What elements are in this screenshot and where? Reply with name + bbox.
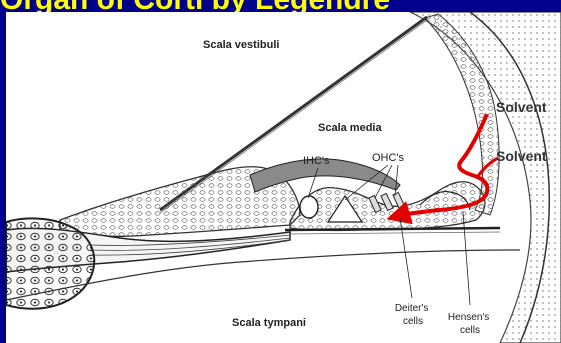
label-hensens-line2: cells — [460, 325, 480, 336]
label-ihc: IHC's — [303, 155, 330, 167]
label-scala-tympani: Scala tympani — [232, 317, 306, 329]
label-deiters-line2: cells — [403, 316, 423, 327]
label-scala-vestibuli: Scala vestibuli — [203, 39, 279, 51]
label-solvent-bottom: Solvent — [496, 148, 547, 164]
label-solvent-top: Solvent — [496, 99, 547, 115]
inner-hair-cell — [300, 196, 318, 218]
label-hensens-line1: Hensen's — [448, 312, 489, 323]
cochlea-diagram: Scala vestibuli Scala media Scala tympan… — [6, 12, 561, 343]
label-ohc: OHC's — [372, 152, 405, 164]
label-deiters-line1: Deiter's — [395, 303, 429, 314]
outer-hair-cells — [369, 192, 405, 212]
label-scala-media: Scala media — [318, 122, 382, 134]
